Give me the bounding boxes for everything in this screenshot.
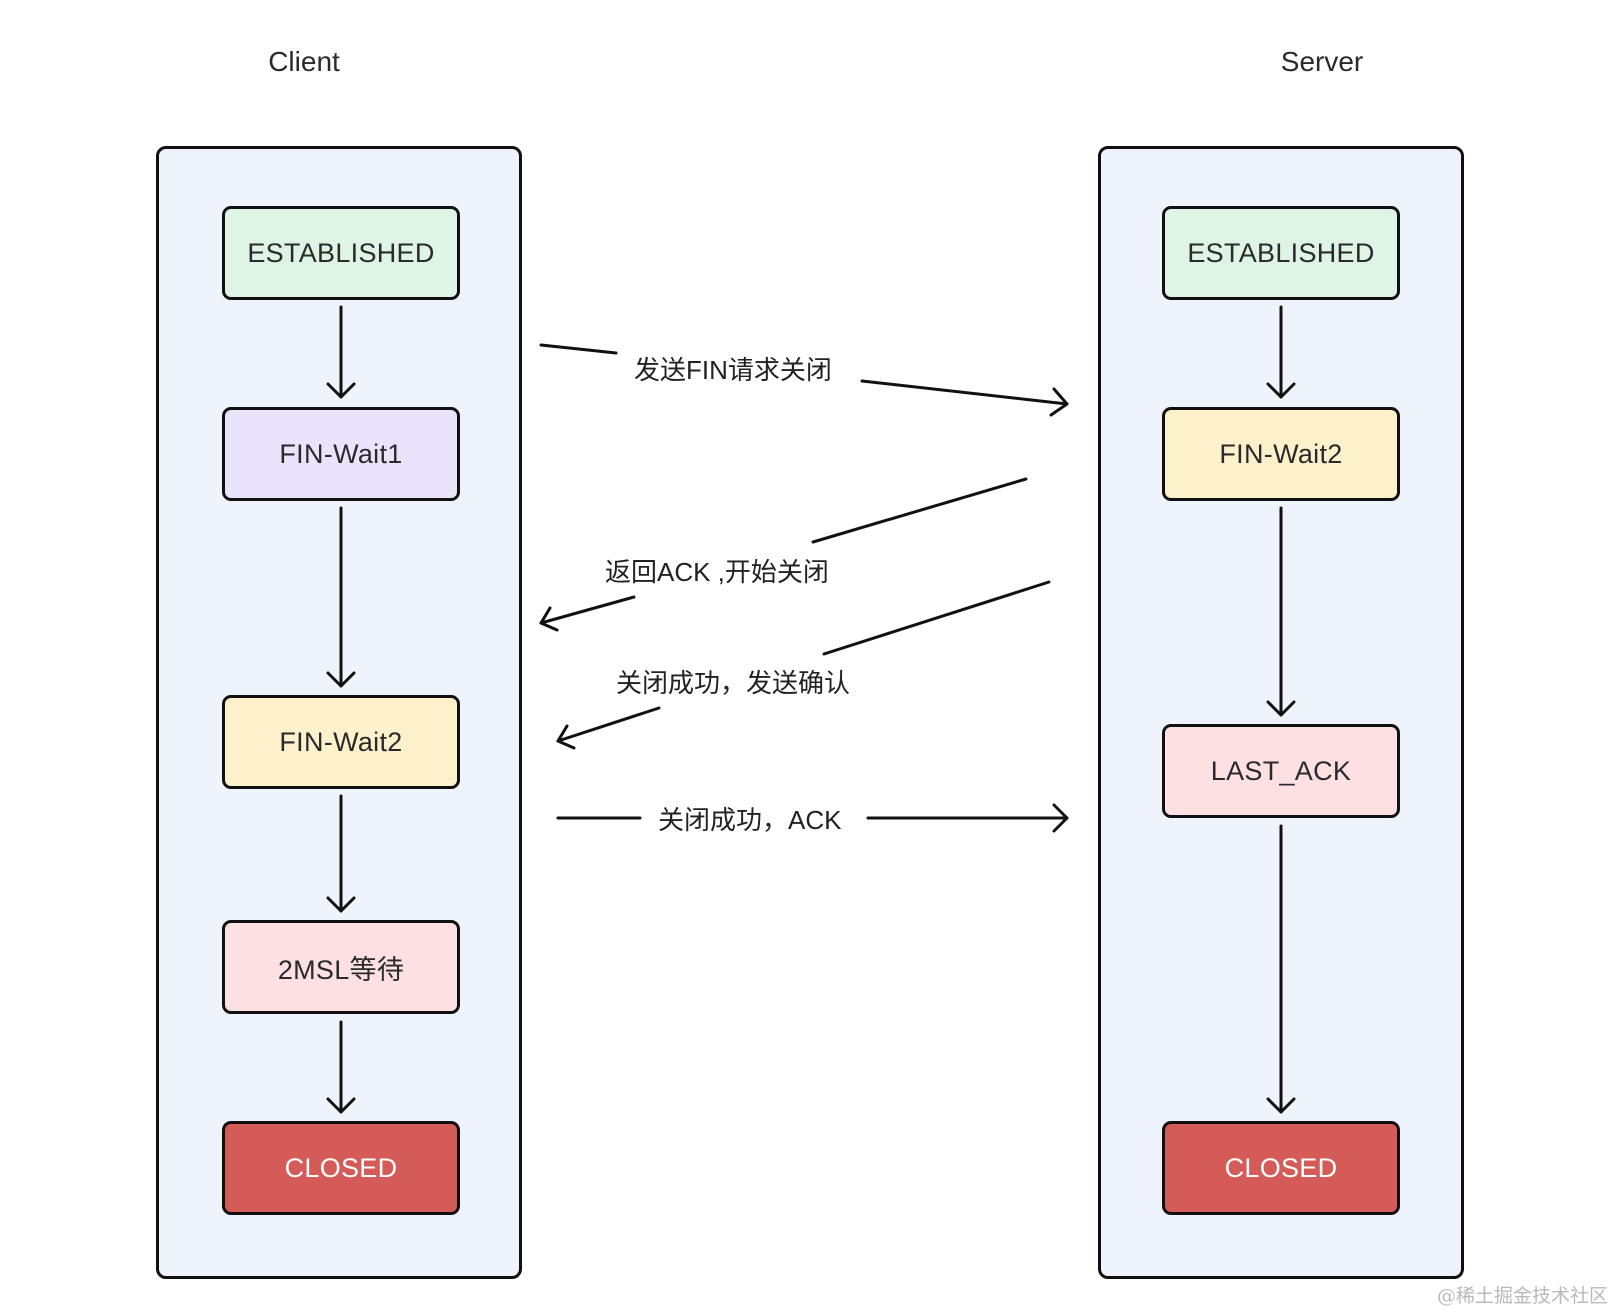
server-state-last-ack: LAST_ACK [1162, 724, 1400, 818]
server-state-closed: CLOSED [1162, 1121, 1400, 1215]
client-state-closed: CLOSED [222, 1121, 460, 1215]
message-1-arrowhead [1049, 387, 1069, 417]
message-2-line-a [811, 477, 1028, 544]
message-2-label: 返回ACK ,开始关闭 [605, 557, 829, 587]
watermark: @稀土掘金技术社区 [1436, 1285, 1608, 1307]
client-arrowhead-3 [326, 896, 356, 913]
message-4-arrowhead [1052, 803, 1069, 833]
client-lane [156, 146, 522, 1279]
server-state-established: ESTABLISHED [1162, 206, 1400, 300]
server-arrowhead-2 [1266, 700, 1296, 717]
server-title: Server [1280, 46, 1364, 77]
client-arrowhead-2 [326, 671, 356, 688]
client-state-fin-wait1: FIN-Wait1 [222, 407, 460, 501]
client-arrowhead-1 [326, 382, 356, 399]
message-1-line-a [539, 343, 618, 355]
client-state-2msl-wait: 2MSL等待 [222, 920, 460, 1014]
message-3-arrowhead [556, 724, 576, 750]
server-arrowhead-1 [1266, 382, 1296, 399]
message-1-label: 发送FIN请求关闭 [634, 355, 832, 385]
client-title: Client [268, 46, 340, 77]
message-3-label: 关闭成功，发送确认 [616, 668, 851, 698]
client-arrowhead-4 [326, 1097, 356, 1114]
client-state-established: ESTABLISHED [222, 206, 460, 300]
message-2-arrowhead [539, 606, 559, 632]
message-2-line-b [539, 595, 636, 625]
message-1-line-b [860, 379, 1069, 406]
server-arrowhead-3 [1266, 1097, 1296, 1114]
message-4-label: 关闭成功，ACK [658, 805, 842, 835]
client-state-fin-wait2: FIN-Wait2 [222, 695, 460, 789]
message-3-line-a [822, 580, 1051, 656]
message-3-line-b [556, 706, 661, 743]
server-state-fin-wait2: FIN-Wait2 [1162, 407, 1400, 501]
